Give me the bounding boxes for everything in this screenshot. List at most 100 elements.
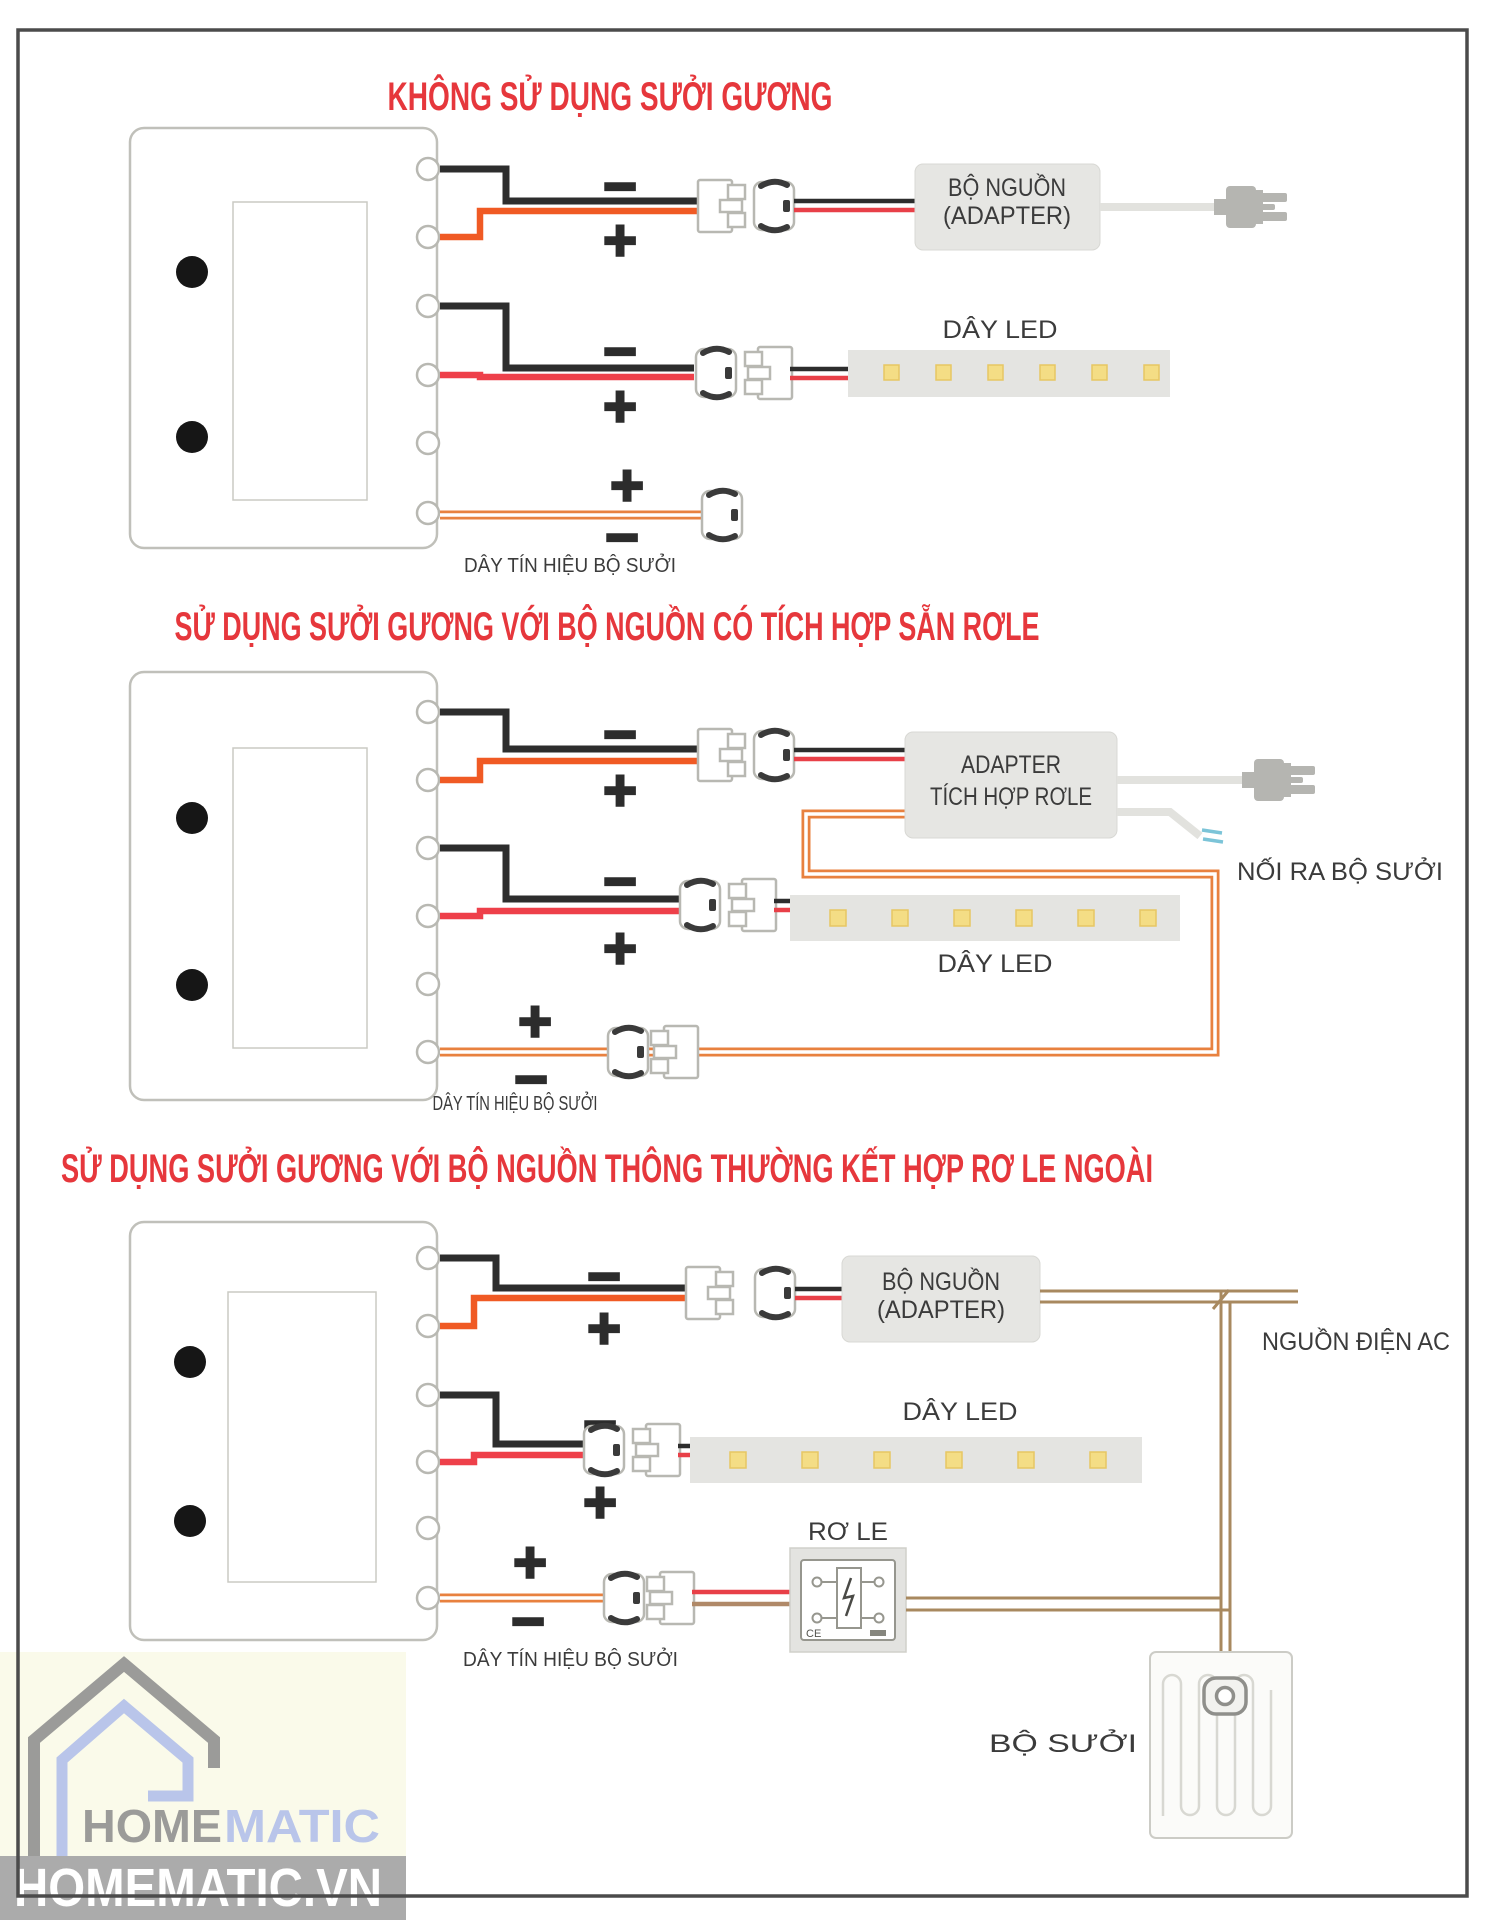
terminal-dot	[415, 293, 441, 319]
signal-wire-label: DÂY TÍN HIỆU BỘ SƯỞI	[464, 553, 676, 577]
wire-black-negative	[440, 708, 700, 753]
relay-terminal-icon	[811, 1576, 823, 1588]
touch-button-icon	[176, 256, 208, 288]
connector-socket-icon	[702, 491, 742, 540]
power-row-3: − + BỘ NGUỒN (ADAPTER) NGUỒN ĐIỆN AC	[440, 1243, 1450, 1694]
mirror-panel-1	[128, 126, 441, 550]
minus-sign: −	[511, 1589, 545, 1654]
mirror-panel-2	[128, 670, 441, 1102]
led-row-2: − + DÂY LED	[440, 844, 1180, 982]
adapter-label-line2: (ADAPTER)	[877, 1296, 1005, 1324]
led-chip-icon	[1017, 1451, 1035, 1469]
terminal-dot	[415, 699, 441, 725]
wire-signal-loop-core	[440, 812, 1217, 1054]
terminal-dot	[415, 1245, 441, 1271]
connector-socket-icon	[604, 1574, 644, 1623]
website-text: HOMEMATIC.VN	[14, 1858, 382, 1918]
heater-output-wire-tip	[1202, 837, 1224, 844]
plus-sign: +	[587, 1296, 621, 1361]
wire-black-negative	[440, 1254, 688, 1292]
led-strip-label: DÂY LED	[903, 1397, 1018, 1426]
led-chip-icon	[1077, 909, 1095, 927]
led-chip-icon	[729, 1451, 747, 1469]
relay-print-mark	[870, 1630, 886, 1636]
terminal-dot	[415, 430, 441, 456]
led-chip-icon	[987, 364, 1004, 381]
wire-orange-positive	[440, 1294, 688, 1330]
wire-red-positive	[440, 1451, 584, 1466]
heater-label: BỘ SƯỞI	[989, 1728, 1137, 1758]
plus-sign: +	[603, 916, 637, 981]
section-3-title: SỬ DỤNG SƯỞI GƯƠNG VỚI BỘ NGUỒN THÔNG TH…	[61, 1145, 1153, 1191]
minus-sign: −	[587, 1244, 621, 1309]
connector-plug-icon	[684, 1265, 735, 1321]
watermark-banner	[0, 1856, 406, 1920]
led-row-1: − + DÂY LED	[440, 302, 1170, 440]
adapter-label-line1: BỘ NGUỒN	[882, 1266, 1000, 1296]
plus-sign: +	[603, 374, 637, 439]
diagram-border	[16, 28, 1469, 1898]
heater-panel	[1149, 1651, 1293, 1839]
homematic-house-outer-icon	[28, 1656, 220, 1856]
connector-plug-icon	[743, 345, 794, 401]
connector-socket-icon	[754, 731, 794, 780]
relay-terminal-icon	[873, 1576, 885, 1588]
section-2-title: SỬ DỤNG SƯỞI GƯƠNG VỚI BỘ NGUỒN CÓ TÍCH …	[175, 603, 1040, 649]
plus-sign: +	[610, 453, 644, 518]
terminal-dot	[415, 1382, 441, 1408]
relay-schematic-panel	[800, 1559, 896, 1641]
terminal-dot	[415, 1585, 441, 1611]
connector-plug-icon	[645, 1570, 696, 1626]
wire-black-negative	[440, 302, 694, 372]
adapter-box	[841, 1255, 1041, 1343]
led-chip-icon	[1139, 909, 1157, 927]
touch-button-icon	[176, 802, 208, 834]
heater-output-wire-tip	[1201, 828, 1223, 835]
signal-wire-label: DÂY TÍN HIỆU BỘ SƯỞI	[463, 1647, 678, 1671]
relay-box: CE	[789, 1547, 907, 1653]
connector-socket-icon	[696, 349, 736, 398]
homematic-house-inner-icon	[56, 1698, 194, 1856]
signal-row-2: + − DÂY TÍN HIỆU BỘ SƯỞI	[433, 988, 700, 1115]
heater-coil-icon	[1161, 1673, 1273, 1817]
ac-plug-icon	[1242, 759, 1315, 801]
led-chip-icon	[891, 909, 909, 927]
heater-output-label: NỐI RA BỘ SƯỞI	[1237, 856, 1443, 886]
terminal-dot	[415, 903, 441, 929]
connector-plug-icon	[631, 1422, 682, 1478]
led-strip-label: DÂY LED	[938, 949, 1053, 978]
section-1-title: KHÔNG SỬ DỤNG SƯỞI GƯƠNG	[388, 73, 833, 119]
touch-button-icon	[174, 1505, 206, 1537]
relay-schematic-lines	[822, 1581, 874, 1619]
terminal-dot	[415, 971, 441, 997]
connector-socket-icon	[608, 1028, 648, 1077]
led-chip-icon	[935, 364, 952, 381]
terminal-dot	[415, 156, 441, 182]
led-chip-icon	[1039, 364, 1056, 381]
plus-sign: +	[518, 989, 552, 1054]
connector-socket-icon	[680, 881, 720, 930]
wire-orange-positive	[440, 207, 700, 241]
wire-orange-positive	[440, 757, 700, 784]
minus-sign: −	[603, 319, 637, 384]
adapter-label-line1: BỘ NGUỒN	[948, 172, 1066, 202]
plus-sign: +	[513, 1530, 547, 1595]
led-chip-icon	[829, 909, 847, 927]
plus-sign: +	[583, 1470, 617, 1535]
power-row-1: − + BỘ NGUỒN (ADAPTER)	[440, 153, 1287, 274]
connector-plug-icon	[649, 1024, 700, 1080]
connector-socket-icon	[754, 182, 794, 231]
minus-sign: −	[605, 505, 639, 570]
minus-sign: −	[603, 702, 637, 767]
led-chip-icon	[1143, 364, 1160, 381]
wire-black-negative	[440, 1391, 584, 1448]
section-1-no-heater: KHÔNG SỬ DỤNG SƯỞI GƯƠNG − + BỘ NGUỒ	[128, 73, 1287, 577]
mirror-panel-body	[128, 126, 439, 550]
plus-sign: +	[603, 758, 637, 823]
relay-ce-mark: CE	[806, 1628, 821, 1640]
relay-row-3: + − DÂY TÍN HIỆU BỘ SƯỞI RƠ LE CE	[440, 1518, 1230, 1671]
led-chip-icon	[873, 1451, 891, 1469]
wire-red-positive	[440, 371, 694, 381]
heater-output-cord	[1117, 808, 1203, 840]
